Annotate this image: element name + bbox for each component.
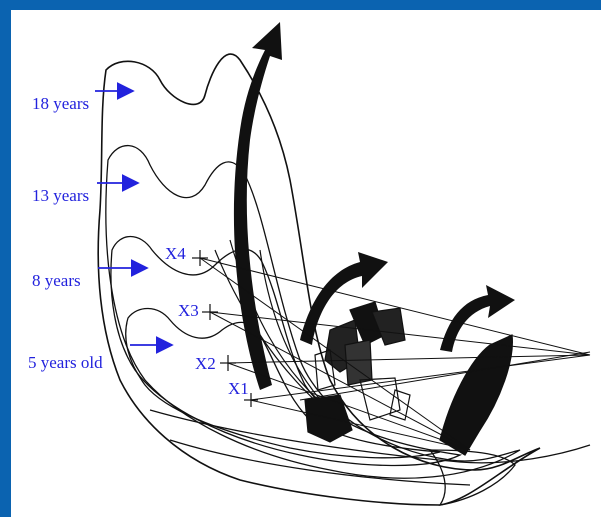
growth-arrow-incisor [440,285,515,352]
chin-outline [428,449,516,506]
growth-arrow-premolar [300,252,388,345]
superimposition-lines [199,257,591,451]
mandible-outline-8-years [110,235,463,467]
label-x4: X4 [165,244,186,263]
inferior-border-line-2 [169,439,471,486]
inferior-border-line-1 [149,409,591,464]
label-8-years: 8 years [32,271,81,290]
point-markers [192,250,258,407]
molar-teeth-cluster [304,301,411,443]
mandible-outline-5-years [125,307,441,459]
mandible-outline-18-years [97,53,541,506]
label-x1: X1 [228,379,249,398]
label-x3: X3 [178,301,199,320]
growth-arrow-ramus [233,22,282,390]
diagram-panel [11,10,601,517]
label-18-years: 18 years [32,94,90,113]
label-13-years: 13 years [32,186,90,205]
age-arrows [95,82,174,354]
incisor-teeth [439,334,513,456]
label-5-years-old: 5 years old [28,353,103,372]
label-x2: X2 [195,354,216,373]
